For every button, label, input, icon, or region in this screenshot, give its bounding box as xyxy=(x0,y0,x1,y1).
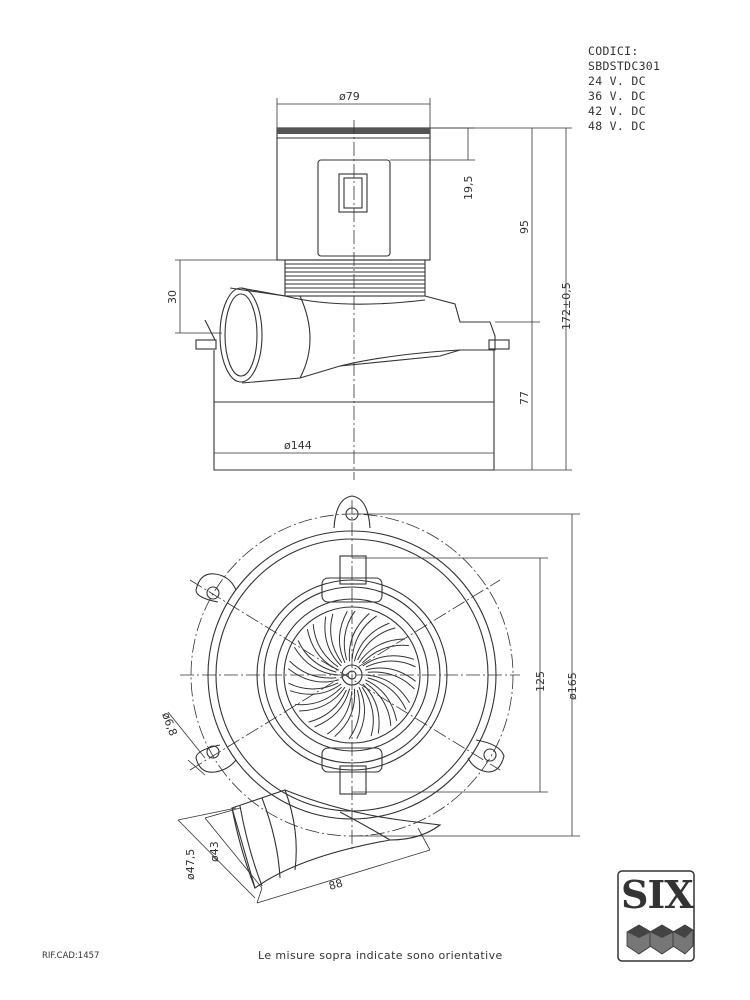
dim-outlet-length: 88 xyxy=(327,877,344,893)
fan-blade-edge xyxy=(357,627,396,661)
fan-blade-edge xyxy=(327,690,353,735)
plan-dimensions xyxy=(167,513,580,904)
dim-outlet-inner: ø43 xyxy=(208,841,221,862)
fan-blade-edge xyxy=(365,682,392,726)
fan-blade-edge xyxy=(308,689,347,723)
footer-note: Le misure sopra indicate sono orientativ… xyxy=(258,949,503,962)
fan-blade xyxy=(299,686,346,712)
codes-model: SBDSTDC301 xyxy=(588,59,661,73)
base-housing xyxy=(213,350,495,471)
fan-blade xyxy=(358,638,405,664)
fan-blade xyxy=(289,683,342,695)
motor-cap xyxy=(276,127,431,261)
codes-header: CODICI: xyxy=(588,44,639,58)
dim-outlet-outer: ø47,5 xyxy=(184,849,197,880)
dim-bolt-circle: 125 xyxy=(534,671,547,692)
fan-blade-edge xyxy=(289,660,337,679)
fan-blade-edge xyxy=(297,640,337,673)
fan-blade-edge xyxy=(367,677,407,710)
fan-blade xyxy=(348,613,370,662)
fan-blade xyxy=(314,688,351,728)
codes-voltage-24: 24 V. DC xyxy=(588,74,646,88)
fan-blade-edge xyxy=(288,682,339,690)
fan-blade-edge xyxy=(343,610,356,661)
fan-blade-edge xyxy=(348,689,361,740)
mount-ears xyxy=(195,495,505,773)
six-logo: SIX xyxy=(617,870,695,962)
fan-blade xyxy=(334,688,356,737)
fan-blade xyxy=(365,674,411,704)
dim-base-height: 77 xyxy=(518,391,531,405)
logo-text: SIX xyxy=(621,872,694,917)
side-view xyxy=(195,120,510,480)
fan-blade xyxy=(324,616,342,667)
fan-blade xyxy=(293,646,339,676)
dim-cap-height: 19,5 xyxy=(462,176,475,201)
mount-tab-left xyxy=(195,339,217,350)
fan-blade xyxy=(306,629,340,671)
fan-blade-edge xyxy=(367,671,415,690)
fan-blade-edge xyxy=(312,624,339,668)
dim-base-diameter: ø144 xyxy=(284,439,312,452)
codes-voltage-36: 36 V. DC xyxy=(588,89,646,103)
dim-total-height: 172±0,5 xyxy=(560,282,573,330)
dim-top-diameter: ø79 xyxy=(339,90,360,103)
fan-blade-edge xyxy=(295,686,342,706)
mount-hole-left-top xyxy=(206,586,220,600)
fan-blade xyxy=(353,622,390,662)
fan-blade-edge xyxy=(362,644,409,664)
codes-voltage-42: 42 V. DC xyxy=(588,104,646,118)
fan-blade xyxy=(356,686,366,740)
fan-blade xyxy=(365,667,417,682)
mount-hole-right-bottom xyxy=(483,748,497,762)
fan-blade-edge xyxy=(351,615,377,660)
dim-hole-diameter: ø6,8 xyxy=(159,711,180,738)
dim-outer-diameter: ø165 xyxy=(566,672,579,700)
ribbed-neck xyxy=(284,259,426,297)
fan-blade-edge xyxy=(330,613,343,663)
fan-blade-edge xyxy=(361,687,374,737)
dim-inlet-offset: 30 xyxy=(166,290,179,304)
plan-view xyxy=(180,495,520,889)
inlet-opening xyxy=(219,287,263,383)
fan-blade xyxy=(338,610,348,664)
fan-blade xyxy=(362,655,415,667)
mount-tab-right xyxy=(488,339,510,350)
codes-voltage-48: 48 V. DC xyxy=(588,119,646,133)
cad-reference: RIF.CAD:1457 xyxy=(42,951,100,961)
codes-block: CODICI: SBDSTDC301 24 V. DC 36 V. DC 42 … xyxy=(588,44,660,134)
side-dimensions xyxy=(175,98,572,471)
outlet-duct xyxy=(231,789,442,889)
fan-blade xyxy=(287,668,339,683)
fan-shroud xyxy=(229,287,496,384)
fan-blade xyxy=(364,679,398,721)
dim-motor-height: 95 xyxy=(518,220,531,234)
fan-blade-edge xyxy=(365,660,416,668)
